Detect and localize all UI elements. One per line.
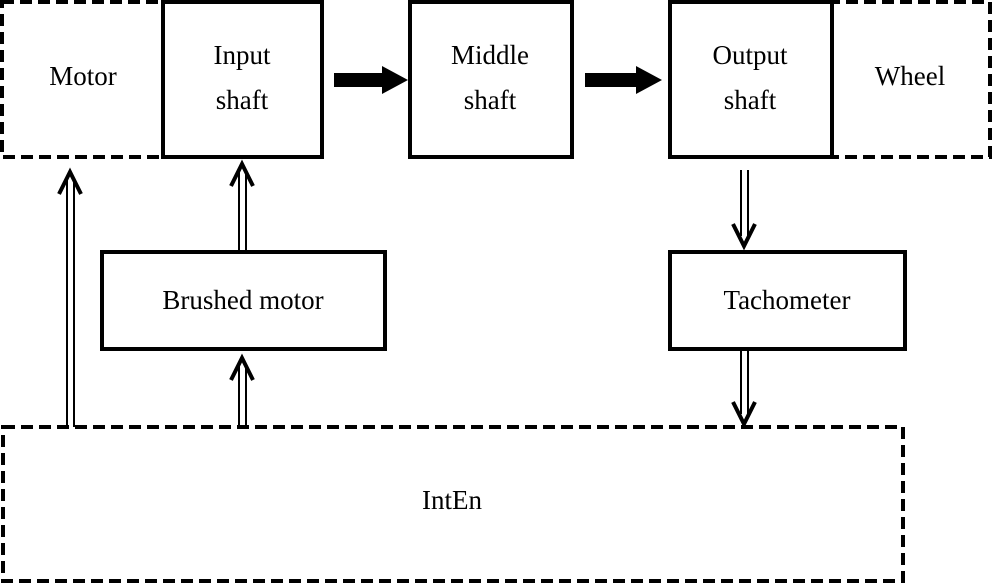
middle-shaft-box: [408, 0, 574, 159]
input-shaft-label-line1: Input: [214, 40, 271, 70]
inten-box: [1, 425, 905, 583]
arrow-inten-to-brushed-motor: [229, 353, 255, 427]
inten-label: IntEn: [422, 485, 482, 515]
tachometer-label: Tachometer: [723, 285, 850, 315]
output-shaft-label-line1: Output: [712, 40, 788, 70]
tachometer-box: [668, 250, 907, 351]
arrow-middle-to-output: [585, 66, 662, 94]
output-shaft-label-line2: shaft: [724, 85, 777, 115]
middle-shaft-label-line1: Middle: [451, 40, 529, 70]
arrow-tachometer-to-inten: [731, 349, 757, 429]
motor-label: Motor: [49, 61, 117, 91]
brushed-motor-label: Brushed motor: [162, 285, 323, 315]
wheel-box: [826, 0, 992, 159]
arrow-input-to-middle: [334, 66, 408, 94]
wheel-label: Wheel: [875, 61, 945, 91]
motor-box: [0, 0, 167, 159]
arrow-brushed-motor-to-input-shaft: [229, 159, 255, 252]
middle-shaft-label-line2: shaft: [464, 85, 517, 115]
brushed-motor-box: [100, 250, 387, 351]
arrow-inten-to-motor: [57, 167, 83, 427]
input-shaft-label-line2: shaft: [216, 85, 269, 115]
arrow-output-shaft-to-tachometer: [731, 170, 757, 251]
input-shaft-box: [161, 0, 324, 159]
output-shaft-box: [668, 0, 834, 159]
